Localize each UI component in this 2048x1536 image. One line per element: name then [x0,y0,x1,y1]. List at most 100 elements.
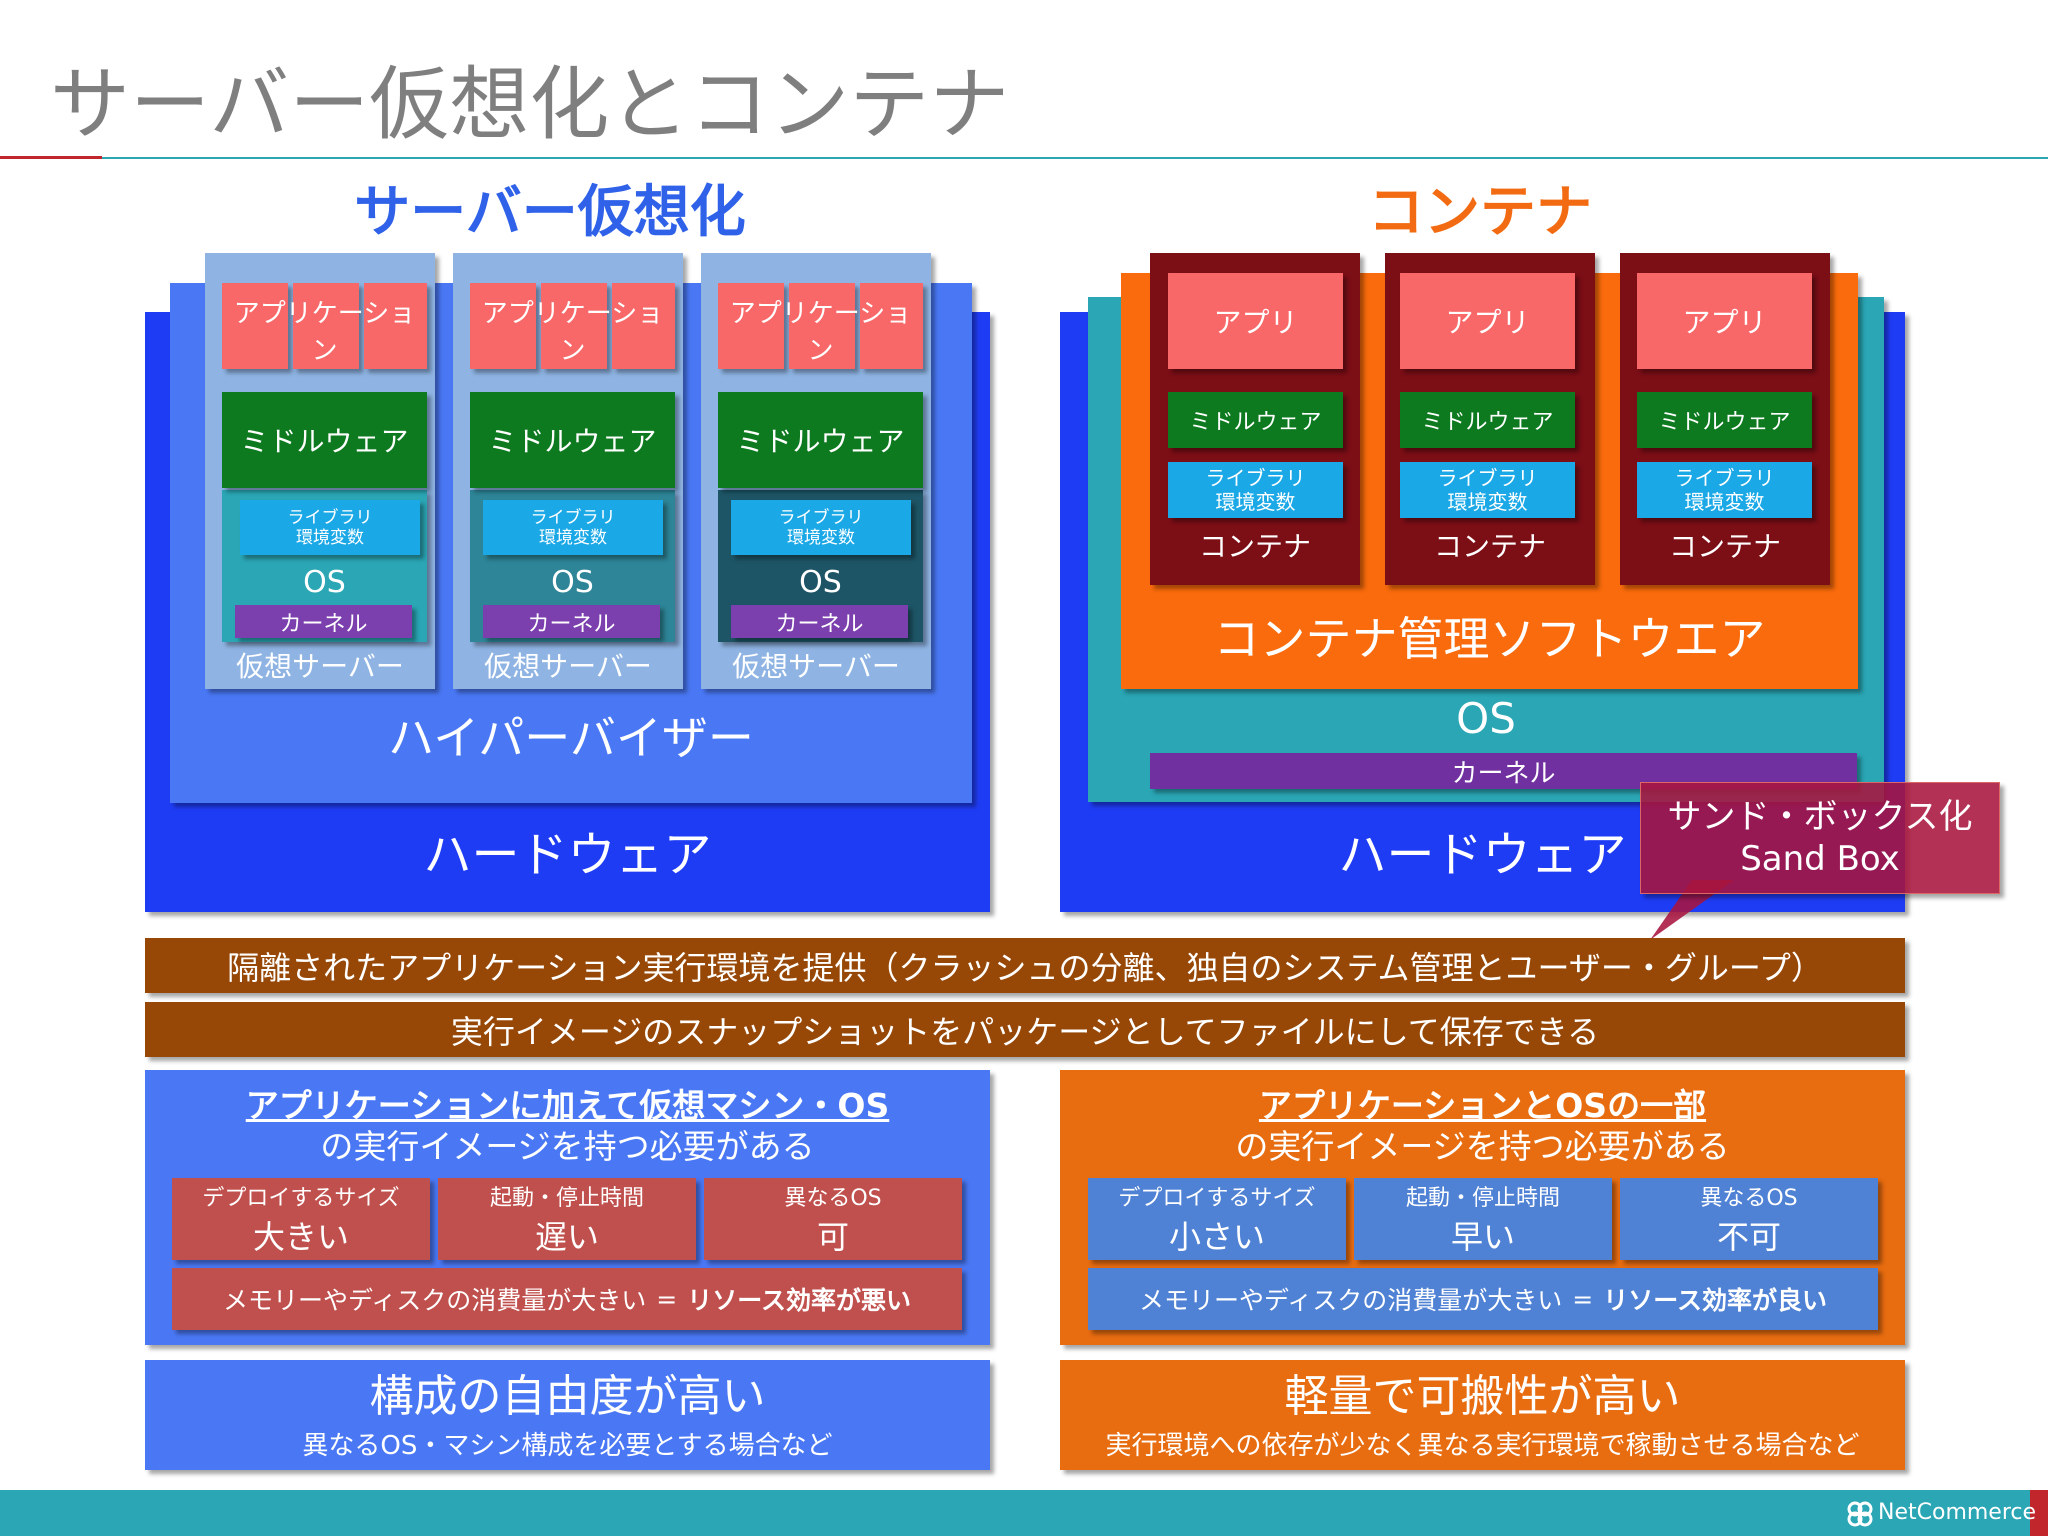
app-tile [222,283,288,369]
os-label: OS [303,564,346,600]
resource-eq: = [1572,1284,1594,1314]
right-merit-sub: 実行環境への依存が少なく異なる実行環境で稼動させる場合など [1105,1430,1860,1461]
resource-bar: メモリーやディスクの消費量が大きい = リソース効率が悪い [172,1268,962,1330]
resource-text: メモリーやディスクの消費量が大きい [1139,1286,1563,1315]
kernel-box: カーネル [483,605,660,638]
left-summary-title-text: アプリケーションに加えて仮想マシン・OS [245,1086,890,1125]
app-box: アプリ [1400,273,1575,369]
footer-accent [2030,1490,2048,1536]
middleware-box: ミドルウェア [1637,392,1812,448]
app-label: アプリケーション [481,299,664,366]
metric-label: 起動・停止時間 [1405,1186,1560,1211]
app-tile [612,283,675,369]
resource-eq: = [656,1284,678,1314]
right-summary-title: アプリケーションとOSの一部 [1060,1080,1905,1126]
title-underline-red [0,156,102,159]
left-summary-subtitle: の実行イメージを持つ必要がある [320,1127,815,1166]
kernel-box: カーネル [235,605,412,638]
right-heading: コンテナ [1368,179,1592,245]
metric-cell: デプロイするサイズ 大きい [172,1178,430,1260]
resource-verdict: リソース効率が悪い [687,1286,911,1315]
metric-label: デプロイするサイズ [202,1186,400,1211]
page-title: サーバー仮想化とコンテナ [50,58,1010,151]
left-heading: サーバー仮想化 [354,179,746,245]
metric-label: 起動・停止時間 [489,1186,644,1211]
os-label: OS [799,564,842,600]
library-label: ライブラリ [530,507,616,528]
metric-label: 異なるOS [784,1186,882,1211]
right-os-label: OS [1456,693,1516,743]
library-label: ライブラリ [1205,466,1306,490]
library-box: ライブラリ 環境変数 [483,500,663,555]
left-hypervisor-label: ハイパーバイザー [388,711,754,765]
middleware-box: ミドルウェア [470,392,675,488]
library-label: ライブラリ [778,507,864,528]
vm-label: 仮想サーバー [484,650,652,683]
app-tile [718,283,784,369]
metric-value: 大きい [252,1218,349,1256]
library-label: ライブラリ [1674,466,1775,490]
library-box: ライブラリ 環境変数 [240,500,420,555]
title-underline-teal [102,157,2048,159]
middleware-box: ミドルウェア [1400,392,1575,448]
app-tile [293,283,359,369]
resource-verdict: リソース効率が良い [1603,1286,1827,1315]
metric-label: デプロイするサイズ [1118,1186,1316,1211]
library-label: ライブラリ [1437,466,1538,490]
resource-bar: メモリーやディスクの消費量が大きい = リソース効率が良い [1088,1268,1878,1330]
right-summary-subtitle: の実行イメージを持つ必要がある [1235,1127,1730,1166]
footer-brand: NetCommerce [1878,1500,2037,1525]
library-label: ライブラリ [287,507,373,528]
left-merit-box [145,1360,990,1470]
vm-label: 仮想サーバー [236,650,404,683]
metric-cell: 起動・停止時間 遅い [438,1178,696,1260]
metric-value: 遅い [534,1218,599,1256]
vm-label: 仮想サーバー [732,650,900,683]
left-merit-sub: 異なるOS・マシン構成を必要とする場合など [302,1430,833,1461]
callout-line2: Sand Box [1740,839,1900,879]
right-summary-title-text: アプリケーションとOSの一部 [1258,1086,1707,1125]
app-label: アプリケーション [729,299,912,366]
env-label: 環境変数 [1447,490,1528,514]
env-label: 環境変数 [296,527,364,548]
container-label: コンテナ [1198,530,1311,563]
metric-value: 可 [816,1218,849,1256]
os-label: OS [551,564,594,600]
library-box: ライブラリ 環境変数 [731,500,911,555]
app-tile [789,283,855,369]
callout-line1: サンド・ボックス化 [1667,797,1973,837]
right-hardware-label: ハードウェア [1338,827,1627,883]
app-tile [860,283,923,369]
middleware-box: ミドルウェア [1168,392,1343,448]
metric-cell: 異なるOS 可 [704,1178,962,1260]
right-merit-title: 軽量で可搬性が高い [1284,1371,1681,1422]
app-tile [470,283,536,369]
left-hardware-label: ハードウェア [423,827,712,883]
app-box: アプリ [1637,273,1812,369]
isolation-bar: 隔離されたアプリケーション実行環境を提供（クラッシュの分離、独自のシステム管理と… [145,938,1905,993]
metric-cell: 起動・停止時間 早い [1354,1178,1612,1260]
metric-cell: 異なるOS 不可 [1620,1178,1878,1260]
app-label: アプリケーション [233,299,416,366]
left-summary-title: アプリケーションに加えて仮想マシン・OS [145,1080,990,1126]
env-label: 環境変数 [1215,490,1296,514]
kernel-box: カーネル [731,605,908,638]
callout-pointer [1650,880,1734,940]
resource-text: メモリーやディスクの消費量が大きい [223,1286,647,1315]
metric-label: 異なるOS [1700,1186,1798,1211]
netcommerce-logo-icon [1847,1501,1873,1527]
container-engine-label: コンテナ管理ソフトウエア [1213,612,1766,666]
middleware-box: ミドルウェア [718,392,923,488]
library-box: ライブラリ 環境変数 [1400,462,1575,518]
library-box: ライブラリ 環境変数 [1637,462,1812,518]
footer-bar [0,1490,2030,1536]
snapshot-bar: 実行イメージのスナップショットをパッケージとしてファイルにして保存できる [145,1002,1905,1057]
metric-cell: デプロイするサイズ 小さい [1088,1178,1346,1260]
app-tile [541,283,607,369]
container-label: コンテナ [1433,530,1546,563]
metric-value: 早い [1450,1218,1515,1256]
app-box: アプリ [1168,273,1343,369]
right-merit-box [1060,1360,1905,1470]
middleware-box: ミドルウェア [222,392,427,488]
container-label: コンテナ [1668,530,1781,563]
